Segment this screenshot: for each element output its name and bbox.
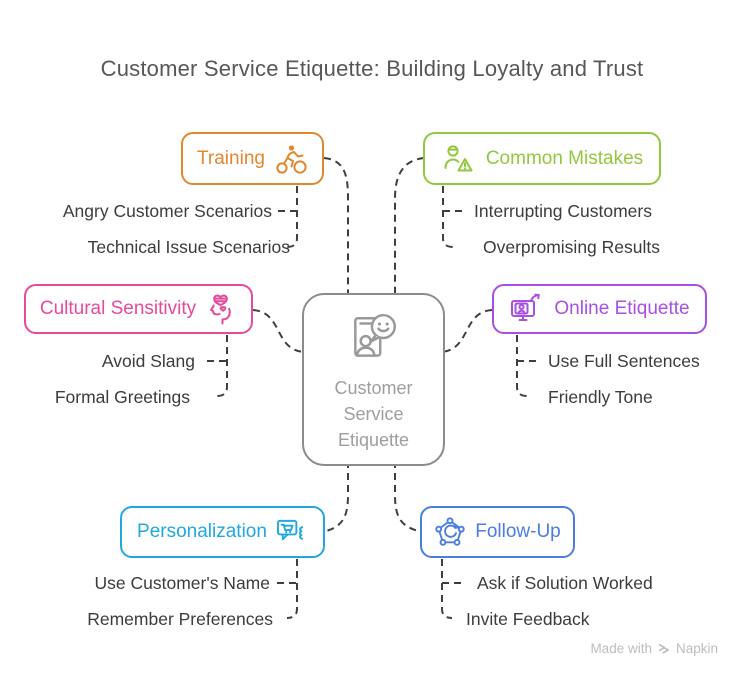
node-training-label: Training: [197, 147, 265, 169]
made-with-napkin-link[interactable]: Made with Napkin: [590, 641, 718, 656]
node-online-etiquette-label: Online Etiquette: [554, 298, 690, 319]
node-online-etiquette: Online Etiquette: [492, 284, 707, 334]
item-remember-preferences: Remember Preferences: [87, 609, 273, 629]
network-refresh-icon: [434, 516, 466, 548]
item-interrupting-customers: Interrupting Customers: [474, 201, 652, 221]
node-follow-up: Follow-Up: [420, 506, 575, 558]
watermark-brand: Napkin: [675, 641, 718, 656]
node-personalization: Personalization: [120, 506, 325, 558]
node-common-mistakes: Common Mistakes: [423, 132, 661, 185]
center-node: Customer Service Etiquette: [302, 293, 445, 466]
id-card-smiley-icon: [340, 310, 408, 371]
node-personalization-label: Personalization: [137, 521, 267, 542]
item-friendly-tone: Friendly Tone: [548, 387, 653, 407]
chat-cart-icon: [275, 516, 308, 549]
monitor-user-icon: [509, 292, 543, 326]
item-avoid-slang: Avoid Slang: [101, 351, 195, 371]
node-follow-up-label: Follow-Up: [475, 521, 561, 542]
napkin-logo-icon: [657, 642, 671, 656]
cyclist-icon: [274, 142, 308, 176]
item-use-customers-name: Use Customer's Name: [94, 573, 270, 593]
node-cultural-sensitivity-label: Cultural Sensitivity: [39, 298, 197, 319]
item-angry-customer-scenarios: Angry Customer Scenarios: [62, 201, 272, 221]
item-invite-feedback: Invite Feedback: [466, 609, 590, 629]
node-cultural-sensitivity: Cultural Sensitivity: [24, 284, 253, 334]
node-common-mistakes-label: Common Mistakes: [485, 147, 644, 169]
center-node-label: Customer Service Etiquette: [334, 378, 413, 450]
user-warning-icon: [441, 142, 475, 176]
page-title: Customer Service Etiquette: Building Loy…: [100, 56, 644, 81]
head-heart-icon: [203, 292, 237, 326]
item-formal-greetings: Formal Greetings: [54, 387, 190, 407]
item-overpromising-results: Overpromising Results: [483, 237, 660, 257]
item-use-full-sentences: Use Full Sentences: [548, 351, 700, 371]
item-technical-issue-scenarios: Technical Issue Scenarios: [87, 237, 290, 257]
node-training: Training: [181, 132, 324, 185]
item-ask-if-solution-worked: Ask if Solution Worked: [477, 573, 653, 593]
watermark-prefix: Made with: [590, 641, 652, 656]
